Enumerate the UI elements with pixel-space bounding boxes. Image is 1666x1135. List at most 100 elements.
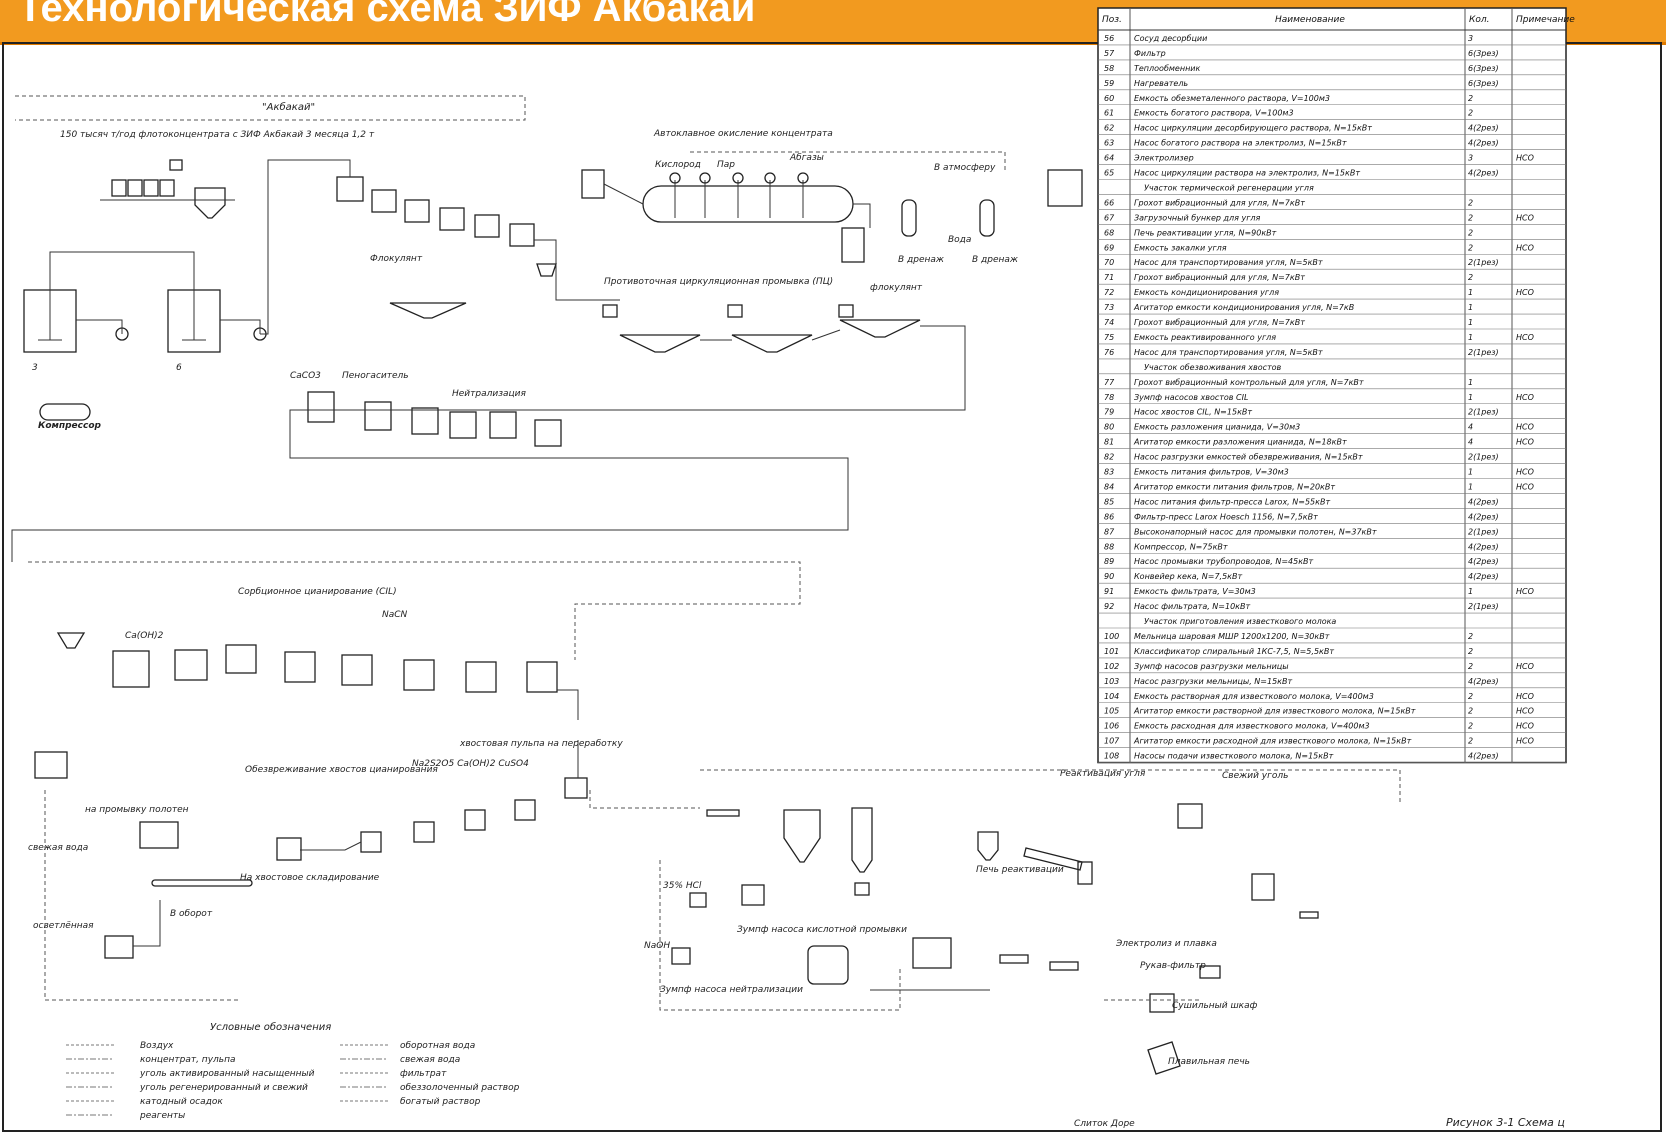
row-pos: 80 <box>1104 423 1114 432</box>
figure-caption: Рисунок 3-1 Схема ц <box>1446 1116 1565 1129</box>
row-qty: 2 <box>1468 213 1473 222</box>
row-pos: 61 <box>1104 109 1114 118</box>
row-qty: 2(1рез) <box>1468 453 1499 462</box>
row-qty: 2 <box>1468 647 1473 656</box>
row-pos: 73 <box>1104 303 1114 312</box>
row-note: НСО <box>1516 154 1534 163</box>
row-qty: 2(1рез) <box>1468 527 1499 536</box>
row-name: Нагреватель <box>1134 79 1188 88</box>
row-qty: 1 <box>1468 393 1473 402</box>
row-name: Емкость богатого раствора, V=100м3 <box>1134 109 1294 118</box>
row-pos: 64 <box>1104 154 1114 163</box>
pumps-left <box>116 328 266 340</box>
kiln-label: Печь реактивации <box>976 865 1064 875</box>
row-name: Фильтр <box>1134 49 1166 58</box>
row-qty: 6(3рез) <box>1468 79 1499 88</box>
row-pos: 105 <box>1104 707 1119 716</box>
svg-text:6: 6 <box>176 363 182 373</box>
row-qty: 1 <box>1468 482 1473 491</box>
row-qty: 4(2рез) <box>1468 752 1499 761</box>
row-qty: 1 <box>1468 303 1473 312</box>
row-qty: 6(3рез) <box>1468 64 1499 73</box>
row-pos: 87 <box>1104 527 1115 536</box>
row-qty: 2(1рез) <box>1468 602 1499 611</box>
tailings-label: хвостовая пульпа на переработку <box>459 739 623 749</box>
row-name: Зумпф насосов хвостов CIL <box>1134 393 1248 402</box>
vent-label: Абгазы <box>789 153 824 163</box>
row-pos: 103 <box>1104 677 1119 686</box>
row-name: Электролизер <box>1133 154 1194 163</box>
row-name: Емкость кондиционирования угля <box>1134 288 1279 297</box>
row-pos: 68 <box>1104 228 1114 237</box>
row-note: НСО <box>1516 662 1534 671</box>
row-pos: 69 <box>1104 243 1114 252</box>
drain-label-1: В дренаж <box>898 255 945 265</box>
row-pos: 89 <box>1104 557 1114 566</box>
flocculant-label-2: флокулянт <box>870 283 923 293</box>
row-qty: 4(2рез) <box>1468 497 1499 506</box>
row-name: Насосы подачи известкового молока, N=15к… <box>1134 752 1334 761</box>
svg-text:3: 3 <box>32 363 38 373</box>
flash-vessels <box>582 170 1082 262</box>
row-qty: 4(2рез) <box>1468 677 1499 686</box>
defoamer-label: Пеногаситель <box>342 371 409 381</box>
row-qty: 4(2рез) <box>1468 169 1499 178</box>
row-qty: 2 <box>1468 243 1473 252</box>
row-pos: 82 <box>1104 453 1114 462</box>
site-label: "Акбакай" <box>262 101 315 113</box>
row-note: НСО <box>1516 737 1534 746</box>
row-name: Насос для транспортирования угля, N=5кВт <box>1134 348 1323 357</box>
compressor <box>40 404 90 420</box>
row-pos: 65 <box>1104 169 1114 178</box>
row-name: Грохот вибрационный для угля, N=7кВт <box>1134 318 1305 327</box>
row-name: Насос разгрузки емкостей обезвреживания,… <box>1134 453 1363 462</box>
row-note: НСО <box>1516 468 1534 477</box>
row-note: НСО <box>1516 288 1534 297</box>
row-pos: 66 <box>1104 198 1114 207</box>
row-name: Конвейер кека, N=7,5кВт <box>1134 572 1242 581</box>
row-pos: 84 <box>1104 482 1114 491</box>
cloth-wash-label: на промывку полотен <box>85 805 189 815</box>
row-pos: 62 <box>1104 124 1114 133</box>
row-name: Классификатор спиральный 1КС-7,5, N=5,5к… <box>1134 647 1334 656</box>
flocculant-label-1: Флокулянт <box>370 254 423 264</box>
row-name: Емкость разложения цианида, V=30м3 <box>1134 423 1300 432</box>
table-row: Участок обезвоживания хвостов <box>1144 363 1282 372</box>
row-qty: 4(2рез) <box>1468 512 1499 521</box>
steam-label: Пар <box>717 160 735 170</box>
row-note: НСО <box>1516 722 1534 731</box>
row-pos: 81 <box>1104 438 1114 447</box>
sump2-label: Зумпф насоса кислотной промывки <box>737 925 907 935</box>
row-name: Печь реактивации угля, N=90кВт <box>1134 228 1277 237</box>
row-pos: 58 <box>1104 64 1114 73</box>
row-name: Агитатор емкости разложения цианида, N=1… <box>1133 438 1347 447</box>
cil-tanks <box>58 633 557 692</box>
row-pos: 108 <box>1104 752 1119 761</box>
tank-6: 6 <box>168 280 220 373</box>
row-qty: 4(2рез) <box>1468 542 1499 551</box>
water-label: Вода <box>948 235 971 245</box>
row-pos: 67 <box>1104 213 1115 222</box>
row-name: Агитатор емкости расходной для известков… <box>1133 737 1412 746</box>
row-name: Мельница шаровая МШР 1200х1200, N=30кВт <box>1134 632 1330 641</box>
section-neutralization: Нейтрализация <box>452 389 527 399</box>
row-name: Компрессор, N=75кВт <box>1134 542 1228 551</box>
legend-item: оборотная вода <box>400 1041 475 1051</box>
row-qty: 4(2рез) <box>1468 139 1499 148</box>
section-ccd: Противоточная циркуляционная промывка (П… <box>604 277 833 287</box>
section-detox: Обезвреживание хвостов цианирования <box>245 765 438 775</box>
legend-item: реагенты <box>139 1111 185 1121</box>
row-qty: 4(2рез) <box>1468 557 1499 566</box>
row-name: Грохот вибрационный для угля, N=7кВт <box>1134 198 1305 207</box>
row-note: НСО <box>1516 423 1534 432</box>
section-cil: Сорбционное цианирование (CIL) <box>238 587 397 597</box>
feed-label: 150 тысяч т/год флотоконцентрата с ЗИФ А… <box>60 130 375 140</box>
table-header-1: Наименование <box>1275 15 1345 25</box>
legend-item: уголь регенерированный и свежий <box>139 1083 308 1093</box>
row-name: Насос промывки трубопроводов, N=45кВт <box>1134 557 1314 566</box>
row-name: Насос циркуляции десорбирующего раствора… <box>1134 124 1372 133</box>
